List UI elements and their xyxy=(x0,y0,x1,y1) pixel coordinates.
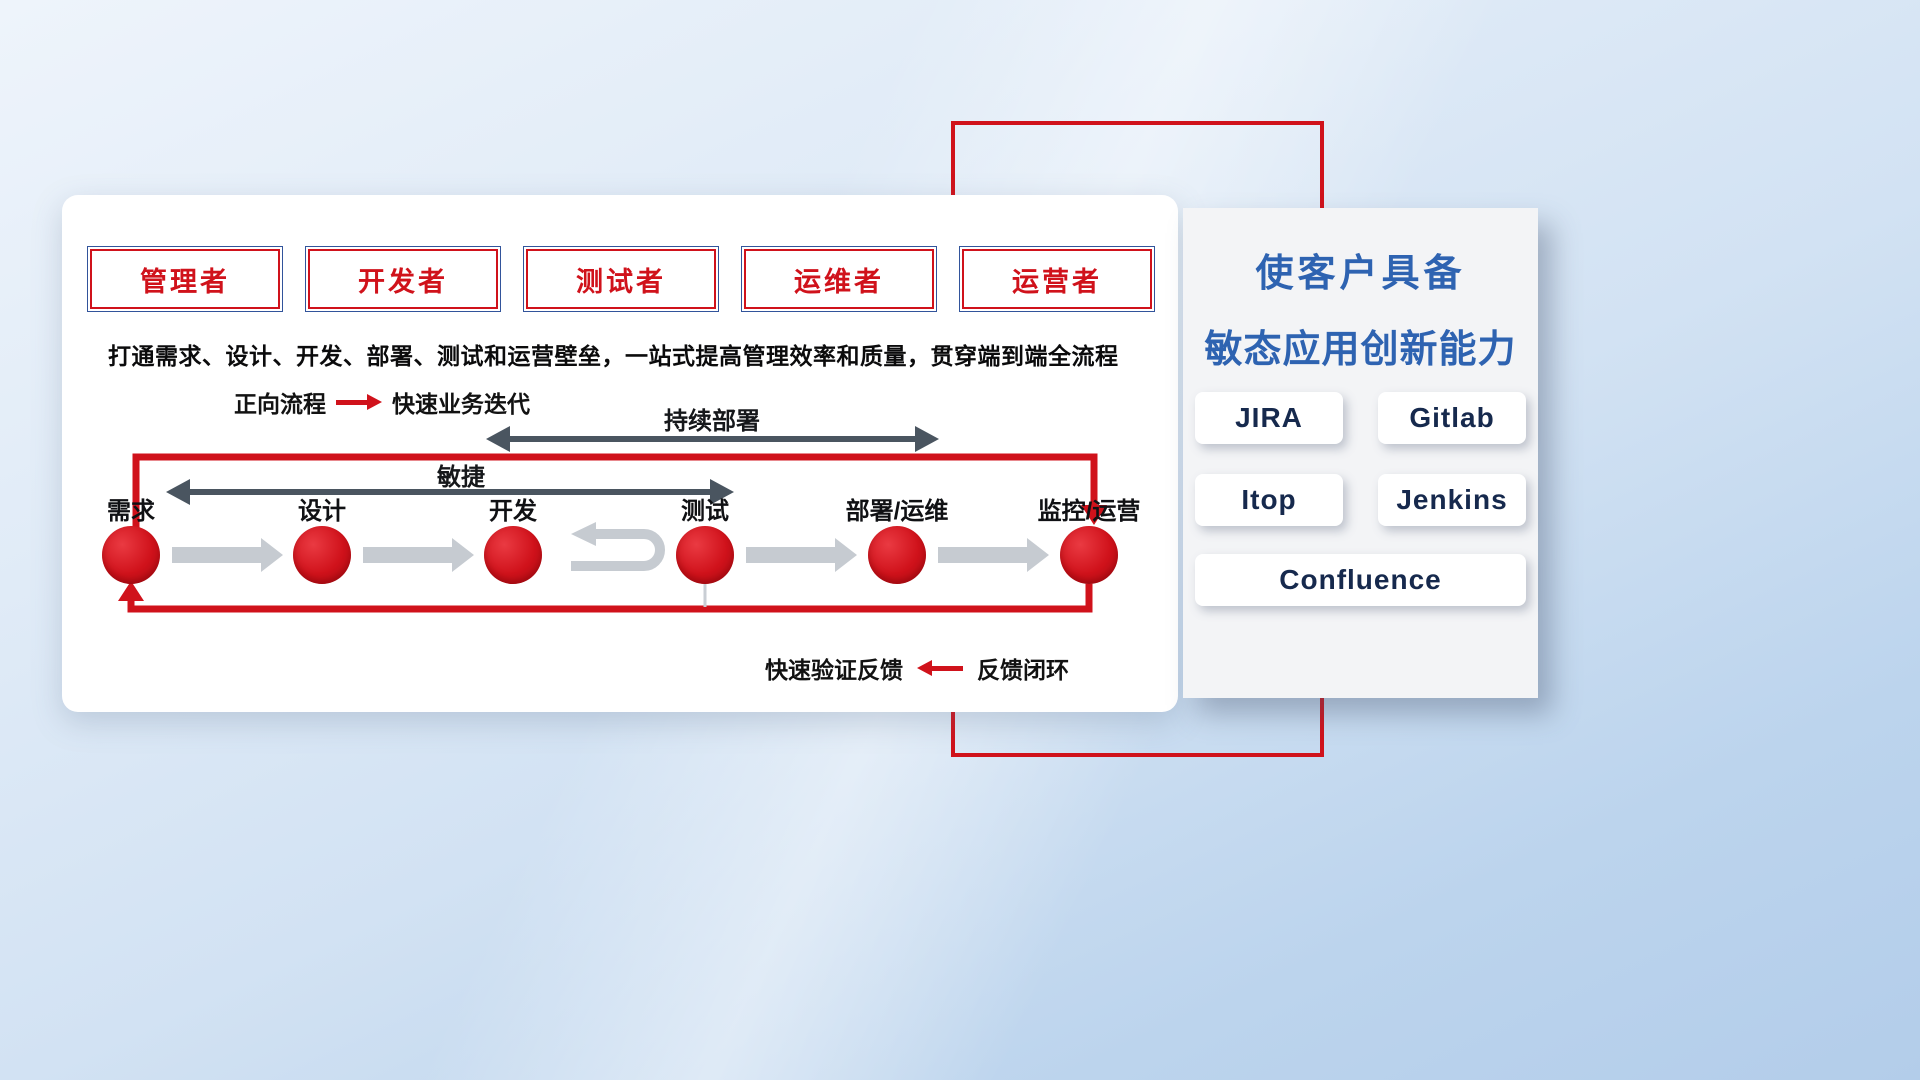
forward-loop-line xyxy=(132,453,1107,528)
stage-arrow-icon xyxy=(172,538,283,572)
role-label: 运营者 xyxy=(1012,266,1102,297)
legend-forward: 正向流程 快速业务迭代 xyxy=(234,385,530,419)
role-label: 管理者 xyxy=(140,266,230,297)
agile-label: 敏捷 xyxy=(437,464,485,491)
role-box-ops: 运维者 xyxy=(741,246,937,312)
flow-lines-layer xyxy=(118,426,1107,613)
role-box-tester: 测试者 xyxy=(523,246,719,312)
stage-node-deploy-ops xyxy=(868,526,926,584)
feedback-legend-desc: 反馈闭环 xyxy=(977,657,1069,683)
stage-arrow-icon xyxy=(363,538,474,572)
stage-arrow-icon xyxy=(938,538,1049,572)
stage-label-design: 设计 xyxy=(298,498,346,525)
stage-node-requirements xyxy=(102,526,160,584)
devops-flow-panel: 管理者 开发者 测试者 运维者 运营者 打通需求、设计、开发、部署、测试和运营壁… xyxy=(62,195,1178,712)
role-label: 开发者 xyxy=(358,266,448,297)
stage-label-requirements: 需求 xyxy=(107,498,155,525)
stage-flow-arrows xyxy=(172,538,1049,572)
feedback-arrow-icon xyxy=(917,660,963,676)
stage-node-development xyxy=(484,526,542,584)
role-box-developer: 开发者 xyxy=(305,246,501,312)
iteration-loop-arrow-icon xyxy=(571,522,665,571)
tool-box-jenkins: Jenkins xyxy=(1378,474,1526,526)
stage-arrow-icon xyxy=(746,538,857,572)
capability-title-line2: 敏态应用创新能力 xyxy=(1204,329,1517,371)
feedback-loop-line xyxy=(118,581,1093,613)
forward-loop-arrowhead-icon xyxy=(1081,505,1107,525)
tool-box-jira: JIRA xyxy=(1195,392,1343,444)
forward-legend-label: 正向流程 xyxy=(234,391,326,417)
capability-title-line1: 使客户具备 xyxy=(1255,253,1466,295)
forward-arrow-icon xyxy=(336,394,382,410)
capability-panel: 使客户具备 敏态应用创新能力 JIRA Gitlab Itop Jenkins … xyxy=(1183,208,1538,698)
tool-box-confluence: Confluence xyxy=(1195,554,1526,606)
stage-node-monitor-operate xyxy=(1060,526,1118,584)
role-row: 管理者 开发者 测试者 运维者 运营者 xyxy=(87,246,1155,312)
feedback-legend-label: 快速验证反馈 xyxy=(765,657,903,683)
feedback-loop-arrowhead-icon xyxy=(118,581,144,601)
tool-box-gitlab: Gitlab xyxy=(1378,392,1526,444)
stage-label-deploy-ops: 部署/运维 xyxy=(845,498,949,525)
tool-box-itop: Itop xyxy=(1195,474,1343,526)
legend-feedback: 快速验证反馈 反馈闭环 xyxy=(765,651,1069,685)
forward-legend-desc: 快速业务迭代 xyxy=(392,391,530,417)
role-box-manager: 管理者 xyxy=(87,246,283,312)
stage-node-testing xyxy=(676,526,734,584)
stage-label-monitor-operate: 监控/运营 xyxy=(1037,498,1141,525)
stage-node-design xyxy=(293,526,351,584)
headline: 打通需求、设计、开发、部署、测试和运营壁垒，一站式提高管理效率和质量，贯穿端到端… xyxy=(108,343,1119,369)
agile-span-arrow-icon xyxy=(166,479,734,505)
stage-label-testing: 测试 xyxy=(681,498,729,525)
continuous-deployment-label: 持续部署 xyxy=(664,408,760,435)
role-label: 运维者 xyxy=(794,266,884,297)
stage-label-development: 开发 xyxy=(489,498,537,525)
role-label: 测试者 xyxy=(576,266,666,297)
role-box-operator: 运营者 xyxy=(959,246,1155,312)
cd-span-arrow-icon xyxy=(486,426,939,452)
